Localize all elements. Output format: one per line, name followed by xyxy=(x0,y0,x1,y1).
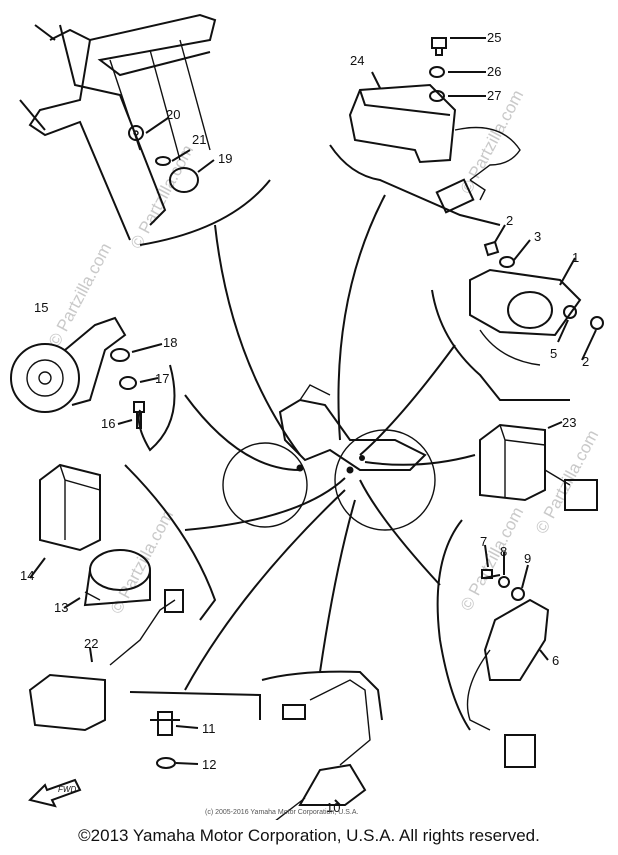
rectifier-14 xyxy=(39,463,101,552)
watermark-text: © Partzilla.com xyxy=(45,240,116,350)
forward-arrow: FWD xyxy=(28,778,82,808)
callout-21: 21 xyxy=(192,132,206,147)
washer-18 xyxy=(110,348,130,362)
sensor-6 xyxy=(466,598,550,768)
watermark-text: © Partzilla.com xyxy=(457,504,528,614)
unit-23 xyxy=(479,423,598,511)
callout-numbers: 1 2 2 3 5 6 7 8 9 10 11 12 13 14 15 16 1… xyxy=(20,30,589,815)
callout-9: 9 xyxy=(524,551,531,566)
horn-15 xyxy=(10,316,127,413)
flasher-13 xyxy=(83,549,151,607)
forward-arrow-label: FWD xyxy=(58,785,76,794)
parts-diagram: © Partzilla.com © Partzilla.com © Partzi… xyxy=(10,13,604,820)
watermark-text: © Partzilla.com xyxy=(127,142,198,252)
regulator-22 xyxy=(28,589,184,732)
washer-12 xyxy=(156,757,176,769)
watermark-text: © Partzilla.com xyxy=(457,87,528,197)
relay-1 xyxy=(469,268,582,366)
callout-11: 11 xyxy=(202,721,216,736)
switch-11 xyxy=(150,711,180,736)
washer-21 xyxy=(155,156,171,166)
washer-5 xyxy=(563,305,577,319)
washer-8 xyxy=(498,576,510,588)
callout-12: 12 xyxy=(202,757,216,772)
screw-25 xyxy=(431,37,447,56)
washer-27 xyxy=(429,90,445,102)
washer-20 xyxy=(128,125,144,141)
callout-2: 2 xyxy=(506,213,513,228)
callout-15: 15 xyxy=(34,300,48,315)
callout-22: 22 xyxy=(84,636,98,651)
callout-19: 19 xyxy=(218,151,232,166)
callout-2: 2 xyxy=(582,354,589,369)
watermark-text: © Partzilla.com xyxy=(532,427,603,537)
callout-18: 18 xyxy=(163,335,177,350)
leader-lines xyxy=(184,194,476,691)
copyright-notice: ©2013 Yamaha Motor Corporation, U.S.A. A… xyxy=(78,826,540,845)
callout-1: 1 xyxy=(572,250,579,265)
screw-2 xyxy=(483,240,500,257)
washer-3 xyxy=(499,256,515,268)
callout-13: 13 xyxy=(54,600,68,615)
callout-25: 25 xyxy=(487,30,501,45)
washer-9 xyxy=(511,587,525,601)
callout-7: 7 xyxy=(480,534,487,549)
diagram-credit: (c) 2005-2016 Yamaha Motor Corporation, … xyxy=(205,809,358,816)
callout-20: 20 xyxy=(166,107,180,122)
central-frame xyxy=(222,384,436,531)
callout-27: 27 xyxy=(487,88,501,103)
callout-24: 24 xyxy=(350,53,364,68)
callout-17: 17 xyxy=(155,371,169,386)
callout-23: 23 xyxy=(562,415,576,430)
callout-8: 8 xyxy=(500,544,507,559)
callout-14: 14 xyxy=(20,568,34,583)
callout-3: 3 xyxy=(534,229,541,244)
relay-24 xyxy=(348,83,521,214)
callout-5: 5 xyxy=(550,346,557,361)
callout-26: 26 xyxy=(487,64,501,79)
frame-section xyxy=(19,13,217,241)
washer-26 xyxy=(429,66,445,78)
screw-2b xyxy=(590,316,604,330)
callout-16: 16 xyxy=(101,416,115,431)
callout-6: 6 xyxy=(552,653,559,668)
bolt-7 xyxy=(481,569,501,579)
grommet-19 xyxy=(169,167,199,193)
sender-10 xyxy=(275,679,371,820)
callout-10: 10 xyxy=(326,800,340,815)
bolt-16 xyxy=(133,401,145,429)
nut-17 xyxy=(119,376,137,390)
